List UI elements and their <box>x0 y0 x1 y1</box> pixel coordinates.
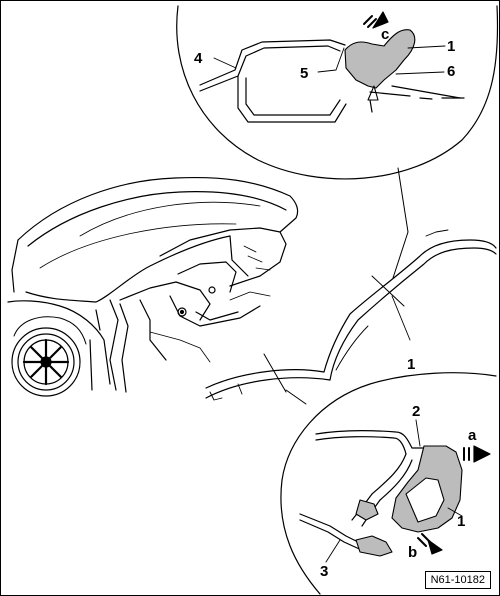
callout-1-top: 1 <box>447 38 456 55</box>
figure-id-box: N61-10182 <box>424 571 491 589</box>
seal-profile-top <box>344 29 416 101</box>
callout-2: 2 <box>412 403 421 420</box>
leader-1-main <box>391 295 411 341</box>
section-line-lower <box>263 353 287 393</box>
roof-frame-tube-section <box>199 39 347 123</box>
arrow-c-label: c <box>381 26 390 43</box>
callout-4: 4 <box>194 50 203 67</box>
arrow-a-label: a <box>468 427 477 444</box>
detail-circle-bottom <box>280 372 497 595</box>
detail-circle-top <box>176 5 499 180</box>
roof-panel-top <box>369 85 465 113</box>
section-line-upper <box>371 275 405 307</box>
arrow-a <box>463 445 491 463</box>
leader-line-top <box>392 167 409 279</box>
vehicle-body <box>7 176 299 397</box>
leader-1-top <box>407 45 446 49</box>
callout-5: 5 <box>300 65 309 82</box>
roof-frame-section-bottom <box>299 430 427 553</box>
callout-3: 3 <box>320 563 329 580</box>
callout-1-main: 1 <box>407 356 416 373</box>
leader-line-bottom <box>285 389 307 405</box>
callout-1-bottom: 1 <box>457 513 466 530</box>
roof-frame-main <box>205 229 497 401</box>
arrow-c <box>363 11 389 29</box>
leader-5 <box>317 47 345 73</box>
seal-profile-bottom <box>355 445 463 557</box>
arrow-b-label: b <box>408 544 418 561</box>
leader-1-bottom <box>447 507 463 517</box>
leader-6 <box>395 71 445 75</box>
callout-6: 6 <box>447 63 456 80</box>
leader-2 <box>415 419 421 447</box>
leader-4 <box>213 57 237 69</box>
leader-3 <box>325 539 341 563</box>
arrow-b <box>417 533 443 555</box>
